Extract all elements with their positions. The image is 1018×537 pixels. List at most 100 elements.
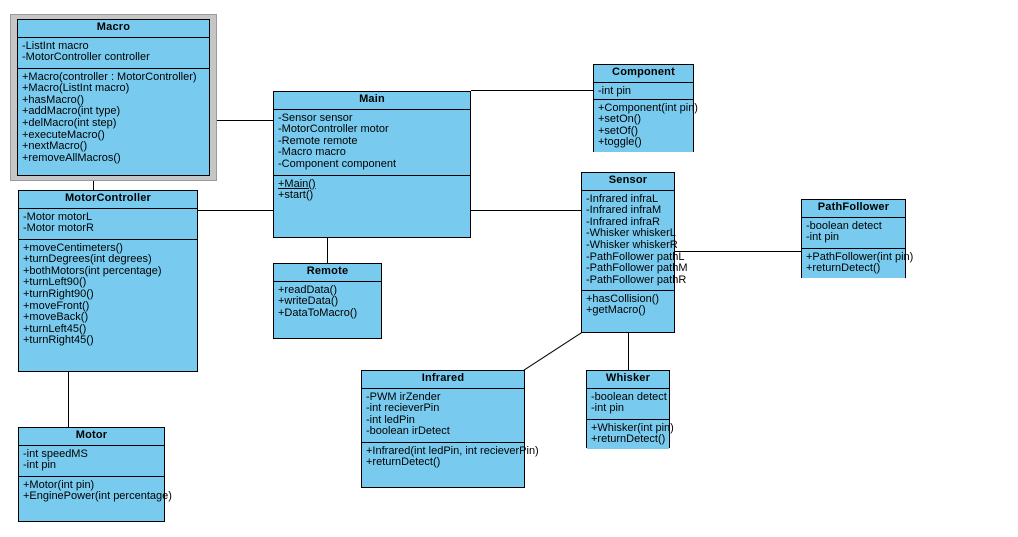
class-attributes-infrared: -PWM irZender -int recieverPin -int ledP…: [362, 388, 524, 443]
class-title-component: Component: [594, 65, 693, 83]
class-operations-main: +Main() +start(): [274, 175, 470, 205]
class-operations-motor: +Motor(int pin) +EnginePower(int percent…: [19, 476, 172, 506]
operation-row: +Macro(controller : MotorController): [22, 70, 197, 83]
attribute-row: -MotorController motor: [278, 123, 389, 136]
class-operations-motorcontroller: +moveCentimeters() +turnDegrees(int degr…: [19, 239, 197, 350]
operation-row: +toggle(): [598, 136, 642, 149]
operation-row: +bothMotors(int percentage): [23, 264, 162, 277]
class-box-infrared[interactable]: Infrared -PWM irZender -int recieverPin …: [361, 370, 539, 488]
operation-row: +hasMacro(): [22, 93, 85, 106]
operation-row: +setOf(): [598, 124, 639, 137]
class-attributes-component: -int pin: [594, 82, 693, 100]
association-sensor-infrared: [524, 332, 582, 371]
attribute-row: -Infrared infraM: [586, 204, 662, 217]
operation-row: +hasCollision(): [586, 292, 660, 305]
operation-row: +setOn(): [598, 113, 642, 126]
class-title-macro: Macro: [18, 20, 209, 38]
operation-row: +Component(int pin): [598, 101, 698, 114]
class-title-pathfollower: PathFollower: [802, 200, 905, 218]
association-main-component: [471, 90, 593, 91]
attribute-row: -int ledPin: [366, 413, 415, 426]
class-attributes-pathfollower: -boolean detect -int pin: [802, 217, 905, 249]
operation-row: +EnginePower(int percentage): [23, 490, 172, 503]
class-operations-whisker: +Whisker(int pin) +returnDetect(): [587, 419, 674, 449]
operation-row: +readData(): [278, 283, 338, 296]
operation-row: +addMacro(int type): [22, 105, 121, 118]
operation-row: +executeMacro(): [22, 128, 105, 141]
class-box-motorcontroller[interactable]: MotorController -Motor motorL -Motor mot…: [18, 190, 198, 372]
attribute-row: -boolean detect: [806, 219, 882, 232]
association-sensor-pathfollower: [674, 251, 801, 252]
attribute-row: -int pin: [806, 231, 840, 244]
attribute-row: -int pin: [598, 84, 632, 97]
association-motorcontroller-main: [197, 210, 274, 211]
operation-row: +turnLeft45(): [23, 322, 87, 335]
attribute-row: -int recieverPin: [366, 402, 440, 415]
association-main-remote: [327, 238, 328, 264]
class-operations-infrared: +Infrared(int ledPin, int recieverPin) +…: [362, 442, 539, 472]
operation-row: +returnDetect(): [591, 433, 666, 446]
attribute-row: -boolean irDetect: [366, 425, 450, 438]
attribute-row: -Infrared infraR: [586, 215, 660, 228]
operation-row: +Motor(int pin): [23, 478, 95, 491]
attribute-row: -Component component: [278, 157, 397, 170]
class-box-remote[interactable]: Remote +readData() +writeData() +DataToM…: [273, 263, 382, 339]
operation-row: +writeData(): [278, 295, 339, 308]
association-motorcontroller-motor: [68, 372, 69, 428]
class-operations-pathfollower: +PathFollower(int pin) +returnDetect(): [802, 248, 914, 278]
class-box-pathfollower[interactable]: PathFollower -boolean detect -int pin +P…: [801, 199, 914, 278]
association-macro-main: [194, 120, 274, 121]
class-title-whisker: Whisker: [587, 371, 669, 389]
attribute-row: -boolean detect: [591, 390, 667, 403]
operation-row: +removeAllMacros(): [22, 151, 121, 164]
class-box-whisker[interactable]: Whisker -boolean detect -int pin +Whiske…: [586, 370, 674, 449]
operation-row: +Macro(ListInt macro): [22, 82, 130, 95]
operation-row: +turnLeft90(): [23, 276, 87, 289]
class-title-sensor: Sensor: [582, 173, 674, 191]
class-title-remote: Remote: [274, 264, 381, 282]
operation-row: +moveCentimeters(): [23, 241, 123, 254]
class-box-main[interactable]: Main -Sensor sensor -MotorController mot…: [273, 91, 471, 238]
attribute-row: -Motor motorR: [23, 222, 94, 235]
attribute-row: -Motor motorL: [23, 210, 93, 223]
operation-row: +moveFront(): [23, 299, 90, 312]
attribute-row: -PathFollower pathR: [586, 273, 687, 286]
class-box-motor[interactable]: Motor -int speedMS -int pin +Motor(int p…: [18, 427, 172, 522]
class-operations-remote: +readData() +writeData() +DataToMacro(): [274, 281, 381, 323]
attribute-row: -PWM irZender: [366, 390, 441, 403]
operation-row: +moveBack(): [23, 311, 89, 324]
operation-row: +start(): [278, 189, 314, 202]
attribute-row: -Sensor sensor: [278, 111, 353, 124]
attribute-row: -PathFollower pathL: [586, 250, 685, 263]
operation-row: +getMacro(): [586, 304, 646, 317]
class-title-motor: Motor: [19, 428, 164, 446]
class-operations-macro: +Macro(controller : MotorController) +Ma…: [18, 68, 209, 168]
class-box-macro[interactable]: Macro -ListInt macro -MotorController co…: [17, 19, 210, 176]
operation-row: +turnRight90(): [23, 287, 94, 300]
attribute-row: -Infrared infraL: [586, 192, 659, 205]
association-sensor-whisker: [628, 333, 629, 370]
operation-row: +turnRight45(): [23, 334, 94, 347]
class-attributes-main: -Sensor sensor -MotorController motor -R…: [274, 109, 470, 176]
attribute-row: -Macro macro: [278, 146, 346, 159]
attribute-row: -Whisker whiskerL: [586, 227, 676, 240]
class-box-component[interactable]: Component -int pin +Component(int pin) +…: [593, 64, 698, 152]
class-operations-sensor: +hasCollision() +getMacro(): [582, 290, 674, 320]
operation-row: +PathFollower(int pin): [806, 250, 914, 263]
class-attributes-motorcontroller: -Motor motorL -Motor motorR: [19, 208, 197, 240]
class-attributes-sensor: -Infrared infraL -Infrared infraM -Infra…: [582, 190, 688, 291]
class-box-sensor[interactable]: Sensor -Infrared infraL -Infrared infraM…: [581, 172, 688, 333]
class-operations-component: +Component(int pin) +setOn() +setOf() +t…: [594, 99, 698, 152]
operation-row: +Infrared(int ledPin, int recieverPin): [366, 444, 539, 457]
operation-row: +turnDegrees(int degrees): [23, 253, 152, 266]
class-title-motorcontroller: MotorController: [19, 191, 197, 209]
attribute-row: -PathFollower pathM: [586, 262, 688, 275]
class-title-main: Main: [274, 92, 470, 110]
association-main-sensor: [471, 210, 581, 211]
operation-row-static: +Main(): [278, 177, 316, 190]
operation-row: +nextMacro(): [22, 140, 88, 153]
attribute-row: -int pin: [591, 402, 625, 415]
operation-row: +Whisker(int pin): [591, 421, 674, 434]
attribute-row: -MotorController controller: [22, 51, 150, 64]
